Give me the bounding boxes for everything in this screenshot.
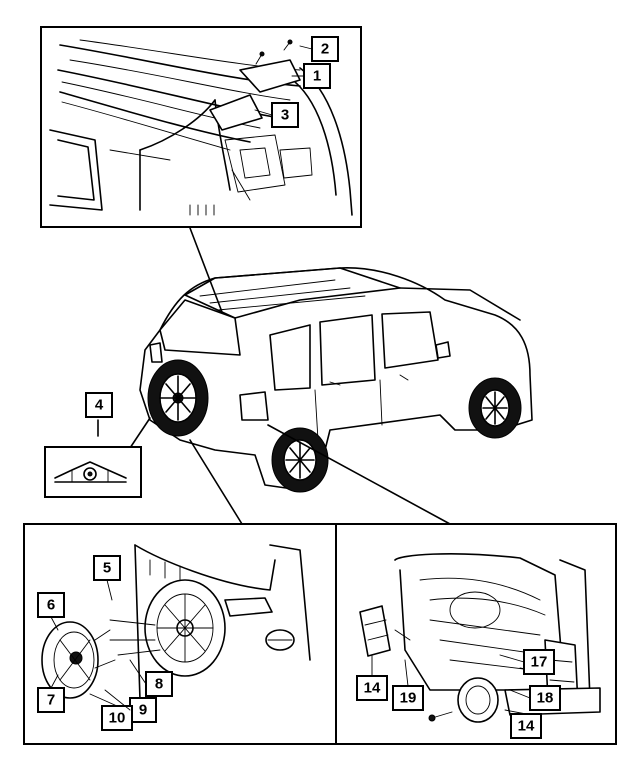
detail-panel-spare-tire — [23, 523, 337, 745]
leader-line-part4 — [129, 417, 151, 449]
svg-text:5: 5 — [103, 560, 111, 577]
callout-17: 17 — [523, 649, 555, 675]
svg-text:19: 19 — [400, 690, 417, 707]
svg-text:7: 7 — [47, 692, 55, 709]
svg-text:3: 3 — [281, 107, 289, 124]
callout-5: 5 — [93, 555, 121, 581]
svg-text:6: 6 — [47, 597, 55, 614]
part-4-inset — [44, 419, 142, 498]
svg-text:17: 17 — [531, 654, 548, 671]
svg-text:14: 14 — [518, 718, 535, 735]
callout-8: 8 — [145, 671, 173, 697]
svg-text:8: 8 — [155, 676, 163, 693]
callout-4: 4 — [85, 392, 113, 418]
leader-line-bottom-right — [267, 424, 451, 525]
svg-text:4: 4 — [95, 397, 104, 414]
callout-3: 3 — [271, 102, 299, 128]
detail-panel-liftgate — [40, 26, 362, 228]
callout-19: 19 — [392, 685, 424, 711]
svg-text:9: 9 — [139, 702, 147, 719]
svg-text:14: 14 — [364, 680, 381, 697]
callout-9: 9 — [129, 697, 157, 723]
callout-14-right: 14 — [510, 713, 542, 739]
callout-6: 6 — [37, 592, 65, 618]
svg-text:2: 2 — [321, 41, 329, 58]
callout-7: 7 — [37, 687, 65, 713]
callout-18: 18 — [529, 685, 561, 711]
svg-text:1: 1 — [313, 68, 321, 85]
detail-panel-cargo — [335, 523, 617, 745]
callout-14-left: 14 — [356, 675, 388, 701]
callout-10: 10 — [101, 705, 133, 731]
leader-line-top — [189, 227, 223, 313]
callout-1: 1 — [303, 63, 331, 89]
svg-text:10: 10 — [109, 710, 126, 727]
vehicle-illustration — [139, 267, 533, 493]
leader-line-bottom-left — [189, 439, 243, 525]
callout-2: 2 — [311, 36, 339, 62]
svg-text:18: 18 — [537, 690, 554, 707]
